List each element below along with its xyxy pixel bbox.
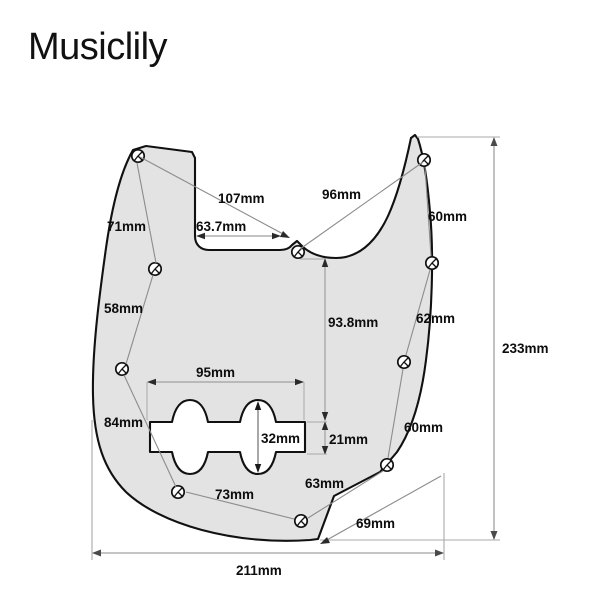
- dimension-label-84mm: 84mm: [104, 415, 143, 430]
- screw-hole: [130, 148, 146, 164]
- dimension-62mm: 62mm: [405, 269, 455, 356]
- dimension-label-63mm: 63mm: [305, 476, 344, 491]
- dimension-lines-group: [91, 136, 500, 560]
- screw-hole: [114, 361, 130, 377]
- dimension-211mm: 211mm: [92, 549, 444, 578]
- screw-hole: [293, 513, 309, 529]
- dimension-label-95mm: 95mm: [196, 365, 235, 380]
- dimension-58mm: 58mm: [104, 274, 154, 365]
- screw-hole: [379, 457, 395, 473]
- dimension-label-62mm: 62mm: [416, 311, 455, 326]
- dimension-73mm: 73mm: [185, 487, 295, 520]
- screw-hole: [170, 484, 186, 500]
- dimension-71mm: 71mm: [107, 162, 157, 264]
- dimension-label-63.7mm: 63.7mm: [196, 219, 246, 234]
- brand-logo: Musiclily: [28, 26, 168, 68]
- dimension-label-73mm: 73mm: [215, 487, 254, 502]
- dimension-label-71mm: 71mm: [107, 219, 146, 234]
- dimension-93.8mm: 93.8mm: [300, 258, 378, 421]
- screw-holes-group: [114, 148, 440, 529]
- dimension-32mm: 32mm: [254, 401, 300, 473]
- screw-hole: [147, 261, 163, 277]
- dimension-107mm: 107mm: [139, 156, 290, 238]
- dimension-label-58mm: 58mm: [104, 301, 143, 316]
- dimension-label-32mm: 32mm: [261, 431, 300, 446]
- screw-hole: [416, 152, 432, 168]
- screw-hole: [396, 354, 412, 370]
- dimension-63mm: 63mm: [305, 470, 384, 519]
- dimension-label-60mm-lower: 60mm: [404, 420, 443, 435]
- dimension-96mm: 96mm: [299, 161, 424, 250]
- dimension-label-21mm: 21mm: [329, 432, 368, 447]
- dimension-label-96mm: 96mm: [322, 187, 361, 202]
- dimension-63.7mm: 63.7mm: [196, 219, 281, 240]
- dimension-69mm: 69mm: [320, 475, 442, 544]
- screw-hole: [424, 255, 440, 271]
- dimension-233mm: 233mm: [490, 137, 549, 540]
- dimension-21mm: 21mm: [307, 421, 368, 455]
- dimension-label-60mm-upper: 60mm: [428, 209, 467, 224]
- dimension-60mm-upper: 60mm: [424, 166, 467, 257]
- dimension-label-233mm: 233mm: [502, 341, 549, 356]
- screw-hole: [290, 244, 306, 260]
- dimension-label-93.8mm: 93.8mm: [328, 315, 378, 330]
- dimension-label-69mm: 69mm: [356, 516, 395, 531]
- dimension-84mm: 84mm: [104, 374, 177, 488]
- dimension-label-211mm: 211mm: [236, 563, 282, 578]
- dimension-95mm: 95mm: [146, 365, 305, 420]
- dimension-label-107mm: 107mm: [218, 191, 265, 206]
- dimension-60mm-lower: 60mm: [387, 368, 443, 459]
